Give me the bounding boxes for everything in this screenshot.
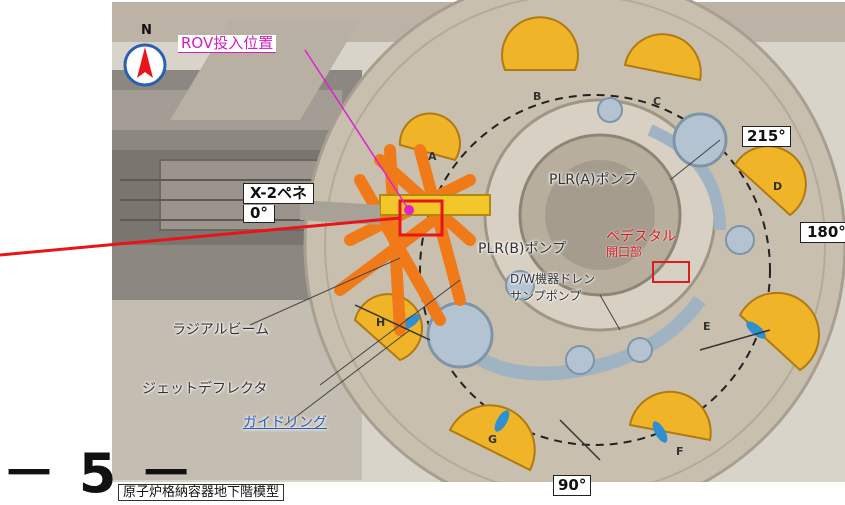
angle-215-label: 215° [742, 126, 791, 147]
deflector-label: A [428, 150, 437, 163]
red-leader-line [0, 216, 401, 257]
angle-90-label: 90° [553, 475, 592, 496]
pedestal-opening-marker [652, 261, 690, 283]
guide-ring-label: ガイドリング [243, 415, 327, 431]
jet-deflector-label: ジェットデフレクタ [142, 381, 268, 397]
deflector-label: H [376, 316, 385, 329]
deflector-d [733, 145, 807, 217]
rov-position-label: ROV投入位置 [178, 35, 277, 53]
pedestal-opening-label: 開口部 [606, 245, 643, 259]
deflector-b [501, 16, 579, 71]
deflector-label: C [653, 95, 661, 108]
deflector-label: E [703, 320, 711, 333]
pedestal-label: ペデスタル [606, 229, 676, 245]
radial-beam-label: ラジアルビーム [172, 322, 270, 338]
deflector-label: F [676, 445, 684, 458]
deflector-label: G [488, 433, 497, 446]
deflector-label: B [533, 90, 541, 103]
rov-leader [304, 49, 410, 211]
dw-sump-label-1: D/W機器ドレン [510, 272, 596, 286]
deflector-c [623, 33, 702, 82]
north-arrow-icon [137, 47, 153, 78]
x2-penetration-label: X-2ペネ [243, 183, 315, 204]
deflector-f [628, 390, 712, 442]
compass-north-label: N [141, 23, 152, 38]
plr-a-pump-label: PLR(A)ポンプ [549, 172, 638, 188]
angle-0-label: 0° [243, 205, 275, 223]
guide-ring-path [419, 94, 771, 446]
plr-a-pump-body [672, 112, 728, 168]
plr-b-pump-label: PLR(B)ポンプ [478, 241, 567, 257]
deflector-g [448, 404, 536, 472]
deflector-h [353, 293, 423, 362]
angle-180-label: 180° [800, 222, 845, 243]
deflector-e [738, 291, 821, 372]
model-caption: 原子炉格納容器地下階模型 [118, 484, 285, 501]
page-number: － 5 － [2, 442, 196, 505]
dw-sump-label-2: サンプポンプ [510, 289, 582, 303]
deflector-label: D [773, 180, 782, 193]
